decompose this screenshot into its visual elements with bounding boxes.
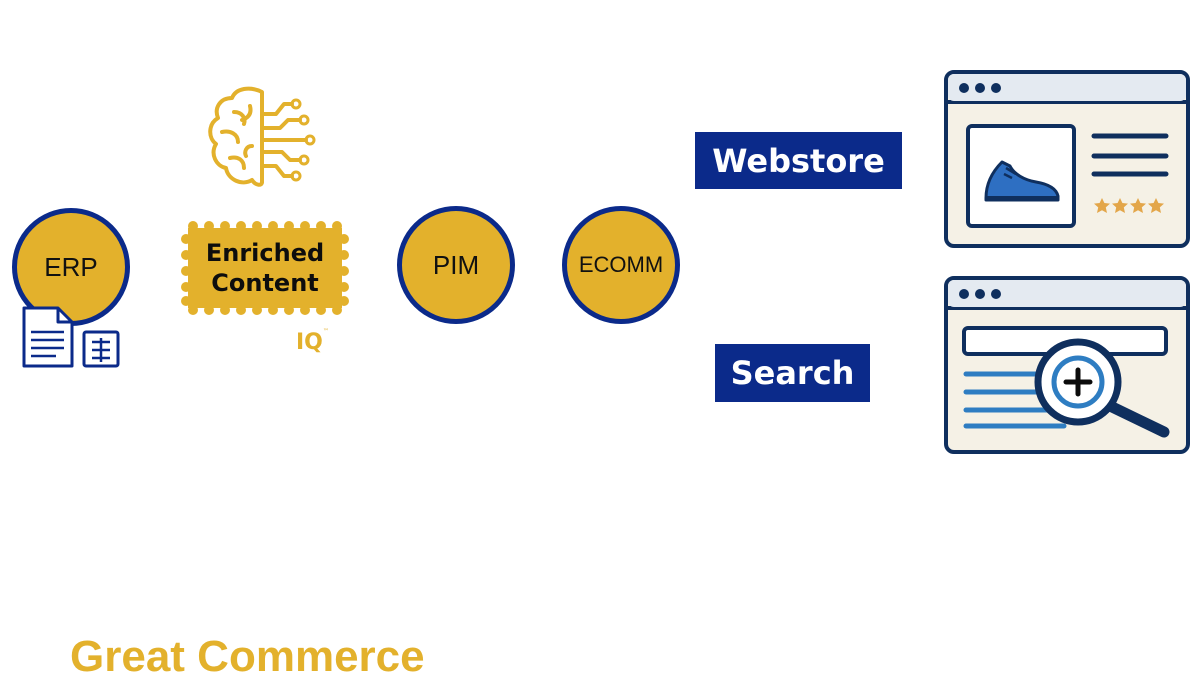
search-text: Search bbox=[730, 354, 855, 392]
enriched-content-node: Enriched Content bbox=[188, 228, 342, 308]
enriched-line-1: Enriched bbox=[205, 239, 325, 267]
webstore-text: Webstore bbox=[712, 141, 885, 180]
iq-trademark: ™ bbox=[322, 328, 329, 335]
sneaker-icon bbox=[984, 160, 1060, 202]
browser-product-icon bbox=[944, 70, 1190, 248]
ecomm-label: ECOMM bbox=[578, 252, 664, 277]
search-label: Search bbox=[715, 344, 870, 402]
webstore-label: Webstore bbox=[695, 132, 902, 189]
pim-node: PIM bbox=[397, 206, 515, 324]
brain-circuit-icon bbox=[208, 86, 316, 187]
erp-node: ERP bbox=[12, 208, 130, 326]
magnifier-plus-icon bbox=[1034, 338, 1170, 438]
pim-label: PIM bbox=[432, 249, 480, 280]
iq-logo: IQ™ bbox=[296, 328, 329, 355]
erp-label: ERP bbox=[44, 251, 98, 282]
footer-tagline: Great Commerce bbox=[70, 632, 425, 681]
iq-text: IQ bbox=[296, 330, 323, 355]
documents-icon bbox=[22, 306, 120, 368]
enriched-line-2: Content bbox=[211, 269, 319, 297]
ecomm-node: ECOMM bbox=[562, 206, 680, 324]
star-rating-icon bbox=[1094, 198, 1164, 213]
browser-search-icon bbox=[944, 276, 1190, 454]
